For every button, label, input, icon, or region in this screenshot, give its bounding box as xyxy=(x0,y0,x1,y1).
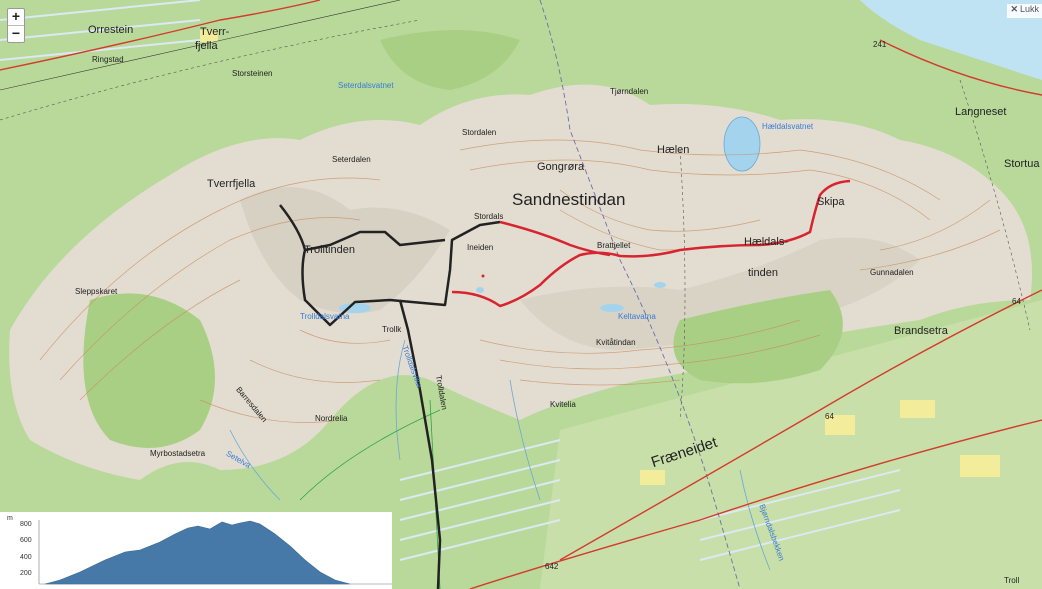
close-label: Lukk xyxy=(1019,4,1039,14)
place-label: Brandsetra xyxy=(894,325,948,337)
place-label: Myrbostadsetra xyxy=(150,449,206,458)
elevation-chart xyxy=(38,520,392,585)
road-number-label: 64 xyxy=(1012,297,1021,306)
elevation-area xyxy=(44,520,351,585)
place-label: fjella xyxy=(195,40,218,52)
place-label: Trollk xyxy=(382,325,402,334)
profile-unit: m xyxy=(7,515,13,522)
place-label: Tverrfjella xyxy=(207,178,256,190)
place-label: Tverr- xyxy=(200,26,230,38)
place-label: Skipa xyxy=(817,196,845,208)
zoom-divider xyxy=(8,25,24,26)
place-label: Nordrelia xyxy=(315,414,348,423)
place-label: Gongrøra xyxy=(537,161,585,173)
profile-ytick: 400 xyxy=(20,554,32,561)
profile-ytick: 800 xyxy=(20,521,32,528)
place-label: tinden xyxy=(748,267,778,279)
place-label: Hælen xyxy=(657,144,690,156)
place-label: Trolltinden xyxy=(304,244,355,256)
place-label: Sleppskaret xyxy=(75,287,118,296)
place-label: Orrestein xyxy=(88,24,134,36)
close-icon: ✕ xyxy=(1010,4,1018,14)
road-number-label: 241 xyxy=(873,40,887,49)
close-button[interactable]: ✕Lukk xyxy=(1007,4,1042,18)
place-label: Hældals- xyxy=(744,236,789,248)
zoom-in-button[interactable]: + xyxy=(11,8,21,24)
place-label: Brattjellet xyxy=(597,241,631,250)
place-label: Langneset xyxy=(955,106,1007,118)
place-label: Stordalen xyxy=(462,128,497,137)
zoom-control: + − xyxy=(7,8,25,43)
place-label: Kvitåtindan xyxy=(596,338,636,347)
place-label: Seterdalen xyxy=(332,155,371,164)
water-label: Trolldalsvatna xyxy=(300,312,350,321)
zoom-out-button[interactable]: − xyxy=(11,25,21,41)
place-label: Tjørndalen xyxy=(610,87,649,96)
water-label: Seterdalsvatnet xyxy=(338,81,394,90)
place-label: Ringstad xyxy=(92,55,124,64)
water-label: Keltavatna xyxy=(618,312,656,321)
place-label: Troll xyxy=(1004,576,1020,585)
road-number-label: 642 xyxy=(545,562,559,571)
profile-ytick: 600 xyxy=(20,537,32,544)
place-label: Ineiden xyxy=(467,243,494,252)
place-label: Kvitelia xyxy=(550,400,576,409)
place-label: Storsteinen xyxy=(232,69,273,78)
profile-ytick: 200 xyxy=(20,570,32,577)
elevation-profile[interactable]: m 800 600 400 200 xyxy=(0,512,392,589)
place-label: Sandnestindan xyxy=(512,190,626,209)
place-label: Stortua xyxy=(1004,158,1040,170)
place-label: Stordals xyxy=(474,212,504,221)
place-label: Gunnadalen xyxy=(870,268,914,277)
road-number-label: 64 xyxy=(825,412,834,421)
water-label: Hældalsvatnet xyxy=(762,122,814,131)
